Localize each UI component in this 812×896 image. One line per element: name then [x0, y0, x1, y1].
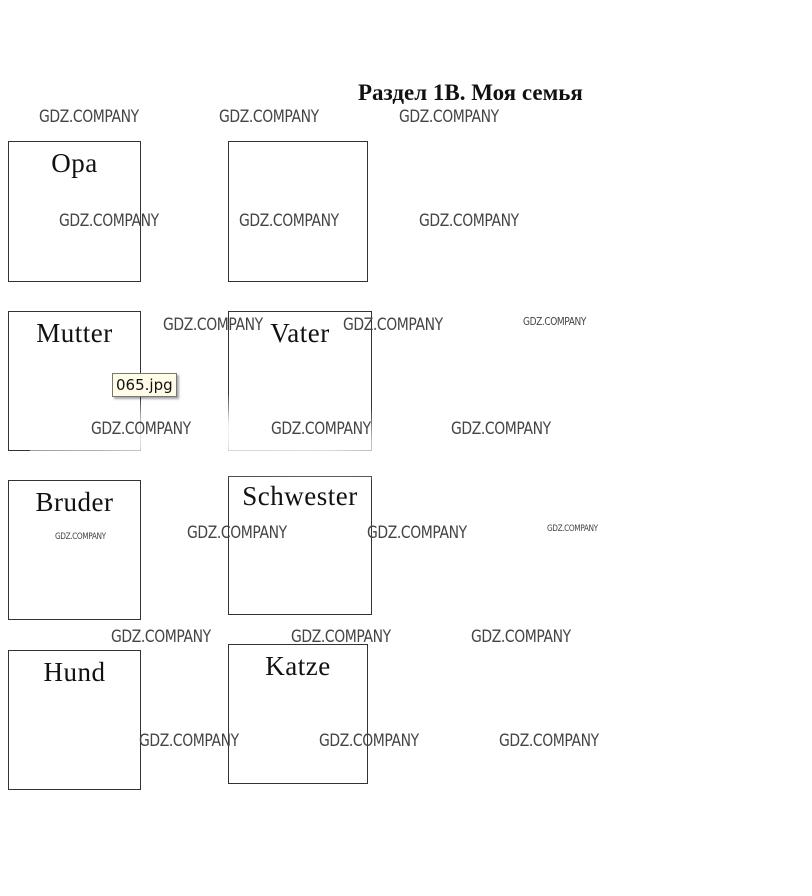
- watermark: GDZ.COMPANY: [291, 627, 391, 647]
- watermark: GDZ.COMPANY: [367, 523, 467, 543]
- card-label: Schwester: [242, 481, 358, 511]
- watermark: GDZ.COMPANY: [55, 532, 106, 542]
- watermark: GDZ.COMPANY: [399, 107, 499, 127]
- watermark: GDZ.COMPANY: [163, 315, 263, 335]
- watermark: GDZ.COMPANY: [319, 731, 419, 751]
- watermark: GDZ.COMPANY: [139, 731, 239, 751]
- watermark: GDZ.COMPANY: [451, 419, 551, 439]
- watermark: GDZ.COMPANY: [271, 419, 371, 439]
- filename-tooltip: 065.jpg: [112, 373, 177, 397]
- card-label: Opa: [51, 148, 98, 178]
- card-empty: [228, 141, 368, 282]
- card-label: Hund: [43, 657, 106, 687]
- card-bruder: Bruder: [8, 480, 141, 620]
- watermark: GDZ.COMPANY: [187, 523, 287, 543]
- card-label: Katze: [265, 651, 331, 681]
- section-title: Раздел 1B. Моя семья: [358, 80, 583, 105]
- watermark: GDZ.COMPANY: [419, 211, 519, 231]
- watermark: GDZ.COMPANY: [499, 731, 599, 751]
- watermark: GDZ.COMPANY: [91, 419, 191, 439]
- watermark: GDZ.COMPANY: [39, 107, 139, 127]
- watermark: GDZ.COMPANY: [343, 315, 443, 335]
- card-katze: Katze: [228, 644, 368, 784]
- card-hund: Hund: [8, 650, 141, 790]
- card-schwester: Schwester: [228, 476, 372, 615]
- watermark: GDZ.COMPANY: [523, 315, 586, 328]
- watermark: GDZ.COMPANY: [219, 107, 319, 127]
- watermark: GDZ.COMPANY: [111, 627, 211, 647]
- watermark: GDZ.COMPANY: [239, 211, 339, 231]
- card-label: Vater: [270, 318, 330, 348]
- card-vater: Vater: [228, 311, 372, 451]
- watermark: GDZ.COMPANY: [547, 524, 598, 534]
- watermark: GDZ.COMPANY: [471, 627, 571, 647]
- card-label: Bruder: [35, 487, 114, 517]
- card-label: Mutter: [36, 318, 113, 348]
- card-opa: Opa: [8, 141, 141, 282]
- watermark: GDZ.COMPANY: [59, 211, 159, 231]
